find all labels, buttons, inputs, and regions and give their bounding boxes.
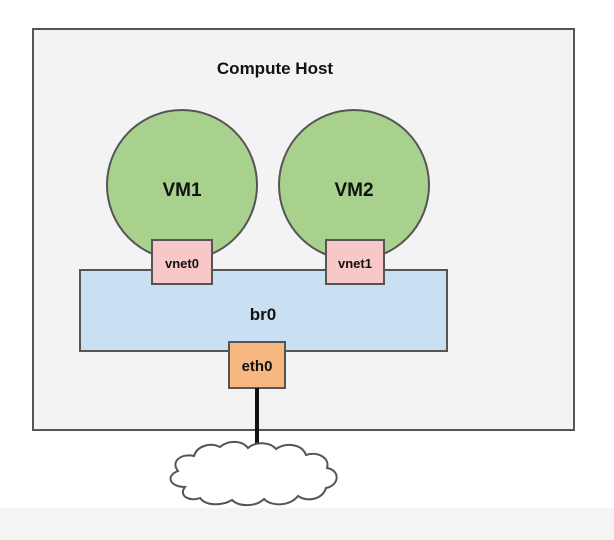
vnet0-port xyxy=(151,239,213,285)
vnet1-port xyxy=(325,239,385,285)
bridge-label: br0 xyxy=(250,305,276,324)
eth0-label: eth0 xyxy=(242,358,273,375)
vnet1-label: vnet1 xyxy=(338,256,372,271)
cloud-icon xyxy=(169,440,338,507)
vm2-label: VM2 xyxy=(334,180,373,201)
bottom-band xyxy=(0,508,614,540)
vm1-label: VM1 xyxy=(162,180,202,201)
compute-host-title: Compute Host xyxy=(217,59,334,78)
vnet0-label: vnet0 xyxy=(165,256,199,271)
